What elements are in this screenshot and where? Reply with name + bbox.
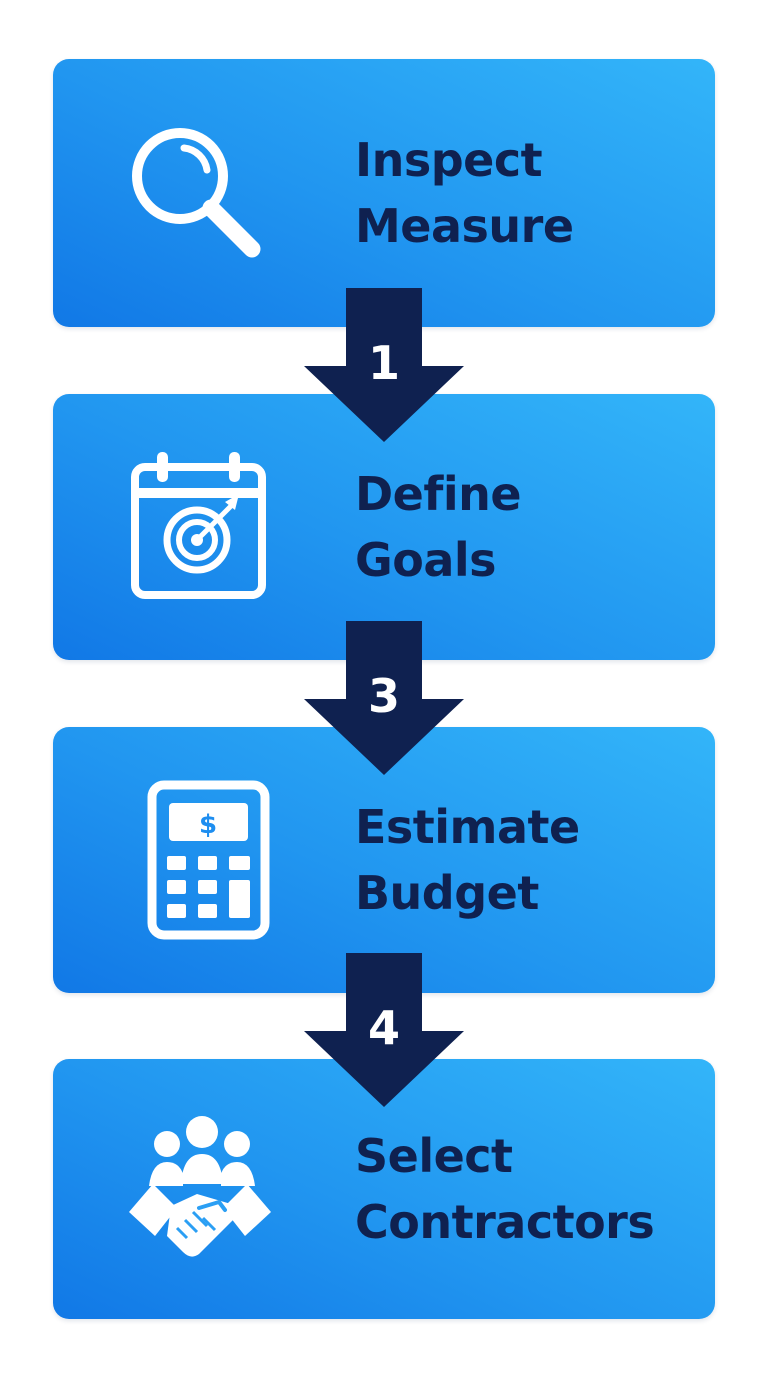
step-label: Estimate Budget [355,794,580,926]
step-label-line-1: Estimate [355,800,580,854]
step-number: 3 [367,669,400,723]
handshake-team-icon [115,1104,285,1274]
step-label-line-2: Budget [355,866,539,920]
step-label-line-1: Inspect [355,133,543,187]
step-label-line-2: Measure [355,199,574,253]
step-label-line-2: Goals [355,533,497,587]
svg-text:$: $ [199,810,217,840]
step-label: Select Contractors [355,1123,655,1255]
step-label-line-2: Contractors [355,1195,655,1249]
magnifier-icon [115,108,285,278]
down-arrow-icon [304,953,464,1107]
calculator-icon: $ [115,775,285,945]
step-label: Inspect Measure [355,127,574,259]
step-label-line-1: Define [355,467,522,521]
step-arrow-3: 4 [304,953,464,1107]
step-arrow-1: 1 [304,288,464,442]
down-arrow-icon [304,621,464,775]
step-number: 1 [367,336,400,390]
step-arrow-2: 3 [304,621,464,775]
step-card-inspect-measure: Inspect Measure [53,59,715,327]
step-label-line-1: Select [355,1129,513,1183]
step-number: 4 [367,1001,400,1055]
calendar-target-icon [115,442,285,612]
step-label: Define Goals [355,461,522,593]
down-arrow-icon [304,288,464,442]
